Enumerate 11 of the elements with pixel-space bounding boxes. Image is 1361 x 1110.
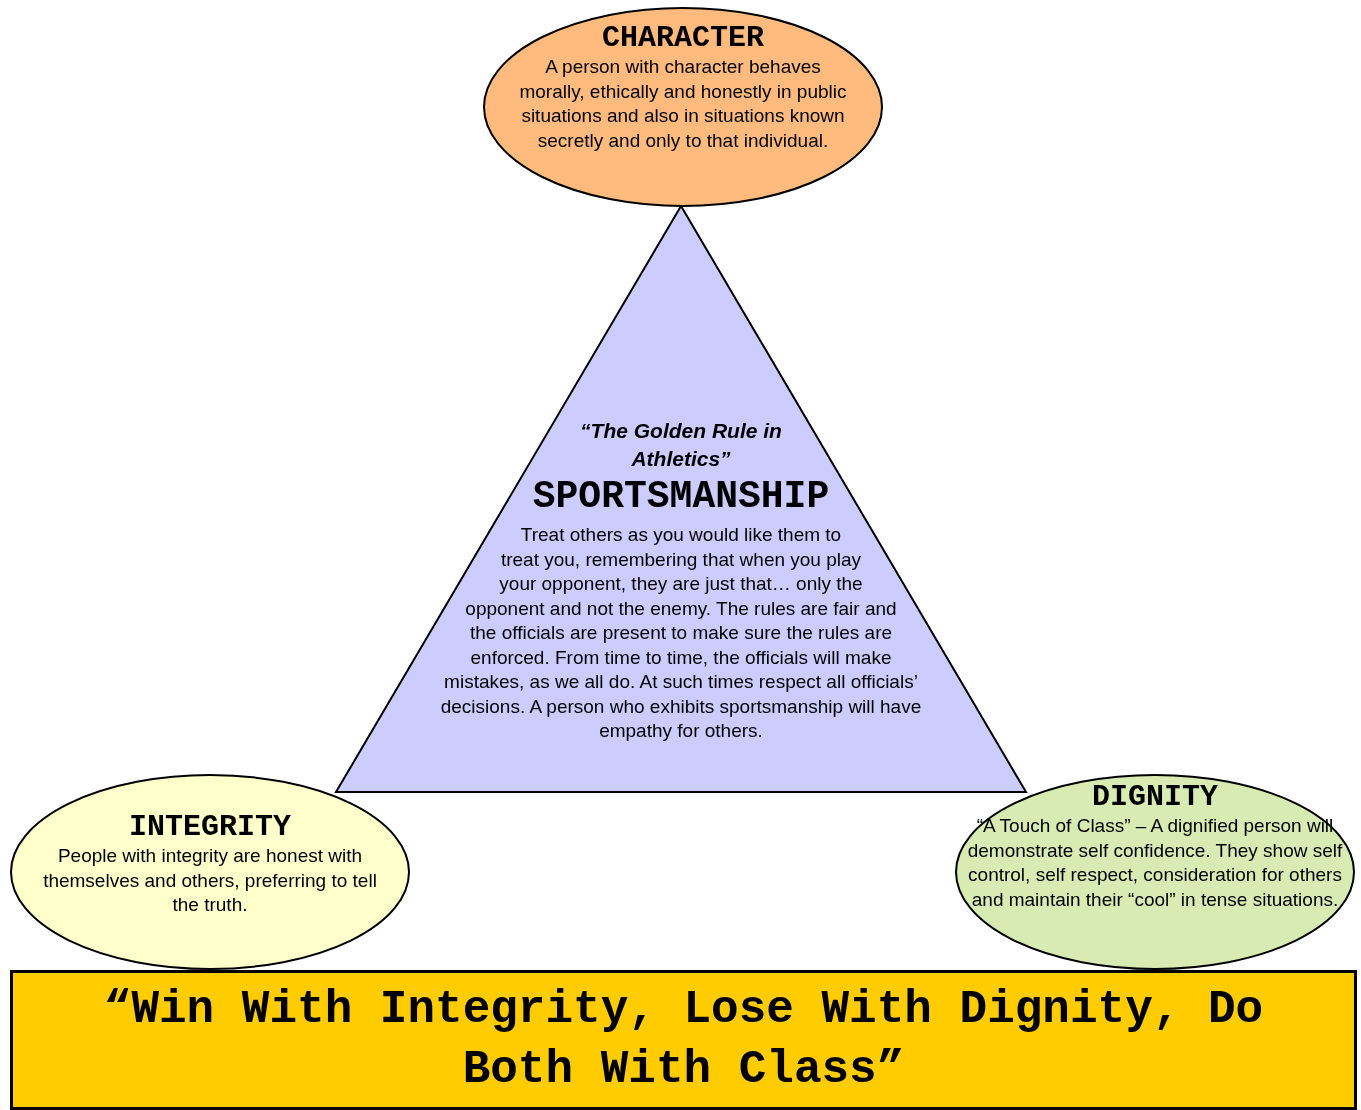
description: People with integrity are honest with themselves and others, preferring to tell the truth.	[42, 844, 378, 917]
slogan: “Win With Integrity, Lose With Dignity, Do Both With Class”	[102, 983, 1265, 1098]
slogan-banner	[10, 970, 1357, 1110]
subtitle: “The Golden Rule in Athletics”	[579, 418, 783, 472]
heading: DIGNITY	[1092, 780, 1218, 814]
heading: CHARACTER	[602, 21, 764, 55]
description: “A Touch of Class” – A dignified person will demonstrate self confidence. They show self control, self respect, consideration for others and maintain their “cool” in tense situations.	[966, 814, 1344, 912]
description: Treat others as you would like them to treat you, remembering that when you play your opponent, they are just that… only the opponent and not the enemy. The rules are fair and the officials are present to make sure the rules are enforced. From time to time, the officials will make mistakes, as we all do. At such times respect all officials’ decisions. A person who exhibits sportsmanship will have empathy for others.	[440, 524, 922, 741]
heading: INTEGRITY	[129, 810, 291, 844]
heading: SPORTSMANSHIP	[531, 477, 831, 517]
description: A person with character behaves morally, ethically and honestly in public situations and also in situations known secretly and only to that individual.	[518, 55, 848, 153]
